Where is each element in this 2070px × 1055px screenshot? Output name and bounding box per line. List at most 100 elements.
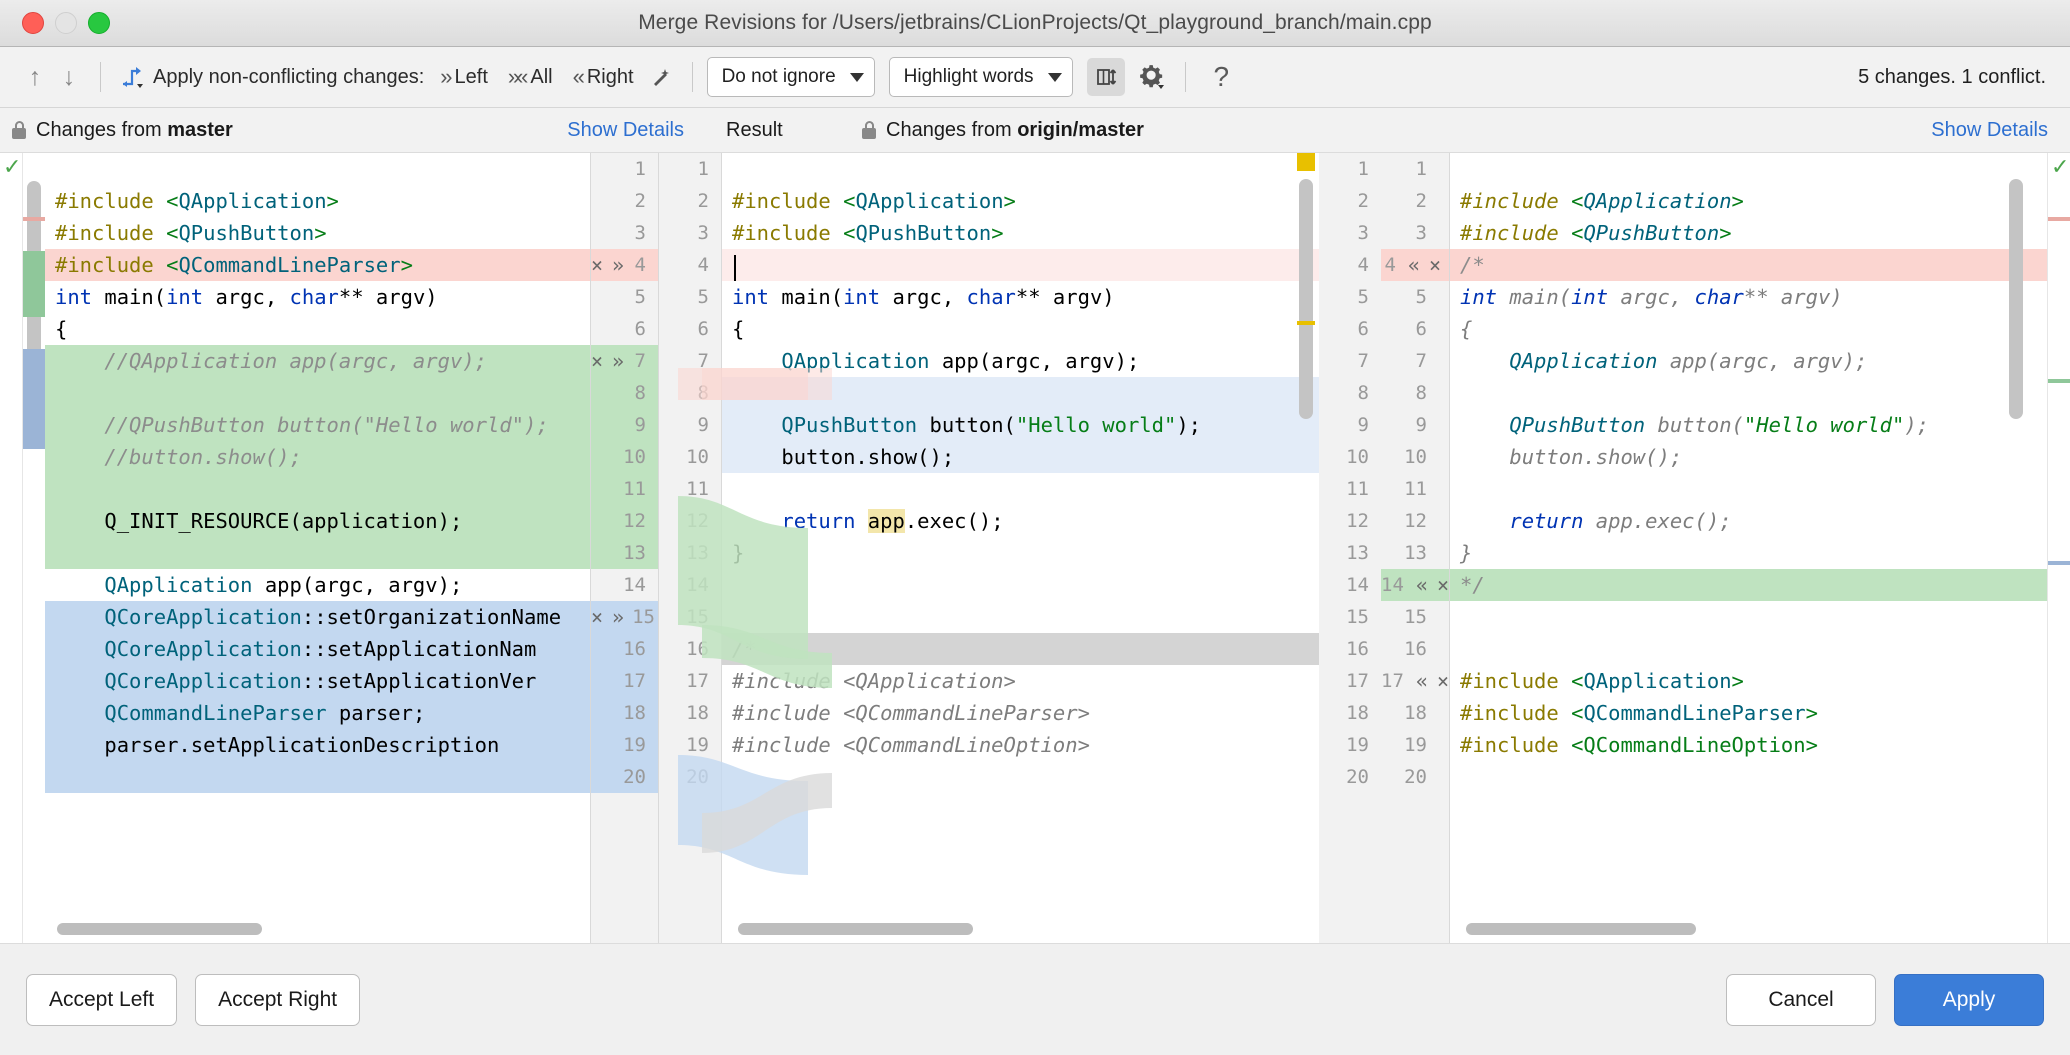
gutter-line: 10: [591, 441, 658, 473]
line-number: 13: [686, 542, 709, 564]
gutter-line: 13: [591, 537, 658, 569]
left-code-lines: #include <QApplication>#include <QPushBu…: [45, 153, 590, 943]
accept-right-button[interactable]: Accept Right: [195, 973, 361, 1026]
line-number: 12: [1346, 510, 1369, 532]
toolbar-divider-3: [1184, 62, 1186, 92]
result-editor[interactable]: #include <QApplication>#include <QPushBu…: [721, 153, 1319, 943]
ignore-change-icon[interactable]: ×: [1436, 669, 1449, 693]
code-line: #include <QCommandLineParser>: [45, 249, 590, 281]
cancel-button[interactable]: Cancel: [1726, 973, 1876, 1026]
gutter-line: 14«×: [1381, 569, 1449, 601]
window-controls: [0, 12, 110, 34]
left-show-details-link[interactable]: Show Details: [567, 118, 684, 141]
gutter-line: 7: [1319, 345, 1381, 377]
gutter-line: 10: [1381, 441, 1449, 473]
line-number: 1: [634, 158, 646, 180]
close-button[interactable]: [22, 12, 44, 34]
code-line: [1450, 377, 2047, 409]
ignore-change-icon[interactable]: ×: [1436, 573, 1449, 597]
apply-all-button[interactable]: »« All: [508, 66, 553, 89]
gutter-line: 20: [591, 761, 658, 793]
merge-actions: «×: [1416, 665, 1457, 697]
ignore-change-icon[interactable]: ×: [591, 253, 604, 277]
line-number: 2: [697, 190, 709, 212]
code-line: return app.exec();: [1509, 509, 1732, 533]
line-number: 9: [1357, 414, 1369, 436]
code-line: [45, 377, 590, 409]
merge-actions: [1319, 217, 1327, 249]
accept-to-left-icon[interactable]: «: [1415, 573, 1428, 597]
right-editor[interactable]: #include <QApplication>#include <QPushBu…: [1450, 153, 2047, 943]
gutter-line: 2: [659, 185, 721, 217]
gutter-line: 15: [1319, 601, 1381, 633]
highlight-policy-select[interactable]: Highlight words: [888, 57, 1073, 97]
left-minimap[interactable]: [23, 153, 45, 943]
code-line: Q_INIT_RESOURCE(application);: [45, 505, 590, 537]
left-header-branch: master: [167, 118, 233, 141]
code-line: [722, 153, 1319, 185]
gutter-line: 5: [1381, 281, 1449, 313]
line-number: 20: [623, 766, 646, 788]
previous-difference-icon[interactable]: ↑: [28, 62, 42, 91]
merge-actions: [1439, 697, 1449, 729]
gutter-line: 19: [591, 729, 658, 761]
line-number: 3: [634, 222, 646, 244]
gear-icon[interactable]: [1135, 59, 1171, 95]
accept-to-right-icon[interactable]: »: [612, 605, 625, 629]
gutter-line: ×»15: [591, 601, 658, 633]
gutter-line: 11: [591, 473, 658, 505]
help-icon[interactable]: ?: [1213, 61, 1230, 92]
left-horizontal-scrollbar[interactable]: [57, 923, 262, 935]
gutter-line: 3: [591, 217, 658, 249]
right-horizontal-scrollbar[interactable]: [1466, 923, 1696, 935]
merge-actions: «×: [1416, 569, 1457, 601]
gutter-line: 1: [591, 153, 658, 185]
line-number: 6: [1415, 318, 1427, 340]
gutter-line: 18: [1381, 697, 1449, 729]
lock-icon: [862, 120, 876, 139]
code-line: #include <QCommandLineParser>: [1460, 701, 1818, 725]
result-horizontal-scrollbar[interactable]: [738, 923, 973, 935]
result-vertical-scrollbar[interactable]: [1299, 179, 1313, 419]
right-vertical-scrollbar[interactable]: [2009, 179, 2023, 419]
accept-to-left-icon[interactable]: «: [1415, 669, 1428, 693]
line-number: 14: [686, 574, 709, 596]
gutter-line: 6: [1319, 313, 1381, 345]
ignore-change-icon[interactable]: ×: [591, 605, 604, 629]
ignore-change-icon[interactable]: ×: [1428, 253, 1441, 277]
merge-actions: [1319, 569, 1327, 601]
accept-to-right-icon[interactable]: »: [612, 349, 625, 373]
accept-to-left-icon[interactable]: «: [1407, 253, 1420, 277]
left-editor[interactable]: #include <QApplication>#include <QPushBu…: [45, 153, 590, 943]
apply-all-label: All: [530, 65, 553, 88]
accept-to-right-icon[interactable]: »: [612, 253, 625, 277]
left-pane-header: Changes from master Show Details: [0, 119, 712, 142]
line-number: 14: [623, 574, 646, 596]
code-line: QCoreApplication::setApplicationVer: [45, 665, 590, 697]
accept-left-button[interactable]: Accept Left: [26, 973, 178, 1026]
apply-button[interactable]: Apply: [1894, 973, 2044, 1026]
collapse-unchanged-icon[interactable]: [1086, 58, 1125, 96]
zoom-button[interactable]: [88, 12, 110, 34]
line-number: 3: [697, 222, 709, 244]
line-number: 17: [1381, 670, 1404, 692]
code-line: /*: [1450, 249, 2047, 281]
magic-resolve-icon[interactable]: [644, 60, 678, 94]
ignore-policy-select[interactable]: Do not ignore: [706, 57, 875, 97]
code-line: [722, 249, 1319, 281]
code-line: QPushButton button("Hello world");: [722, 409, 1319, 441]
apply-right-button[interactable]: « Right: [573, 66, 634, 89]
code-line: #include <QApplication>: [732, 669, 1016, 693]
right-show-details-link[interactable]: Show Details: [1931, 118, 2048, 141]
code-line: #include <QCommandLineOption>: [1460, 733, 1818, 757]
ignore-change-icon[interactable]: ×: [591, 349, 604, 373]
minimize-button[interactable]: [55, 12, 77, 34]
gutter-line: 20: [1319, 761, 1381, 793]
apply-all-icon[interactable]: [115, 60, 149, 94]
merge-actions: [1439, 217, 1449, 249]
apply-left-button[interactable]: » Left: [440, 66, 488, 89]
code-line: }: [732, 541, 745, 565]
gutter-line: 18: [659, 697, 721, 729]
next-difference-icon[interactable]: ↓: [62, 62, 76, 91]
code-line: [1450, 153, 2047, 185]
